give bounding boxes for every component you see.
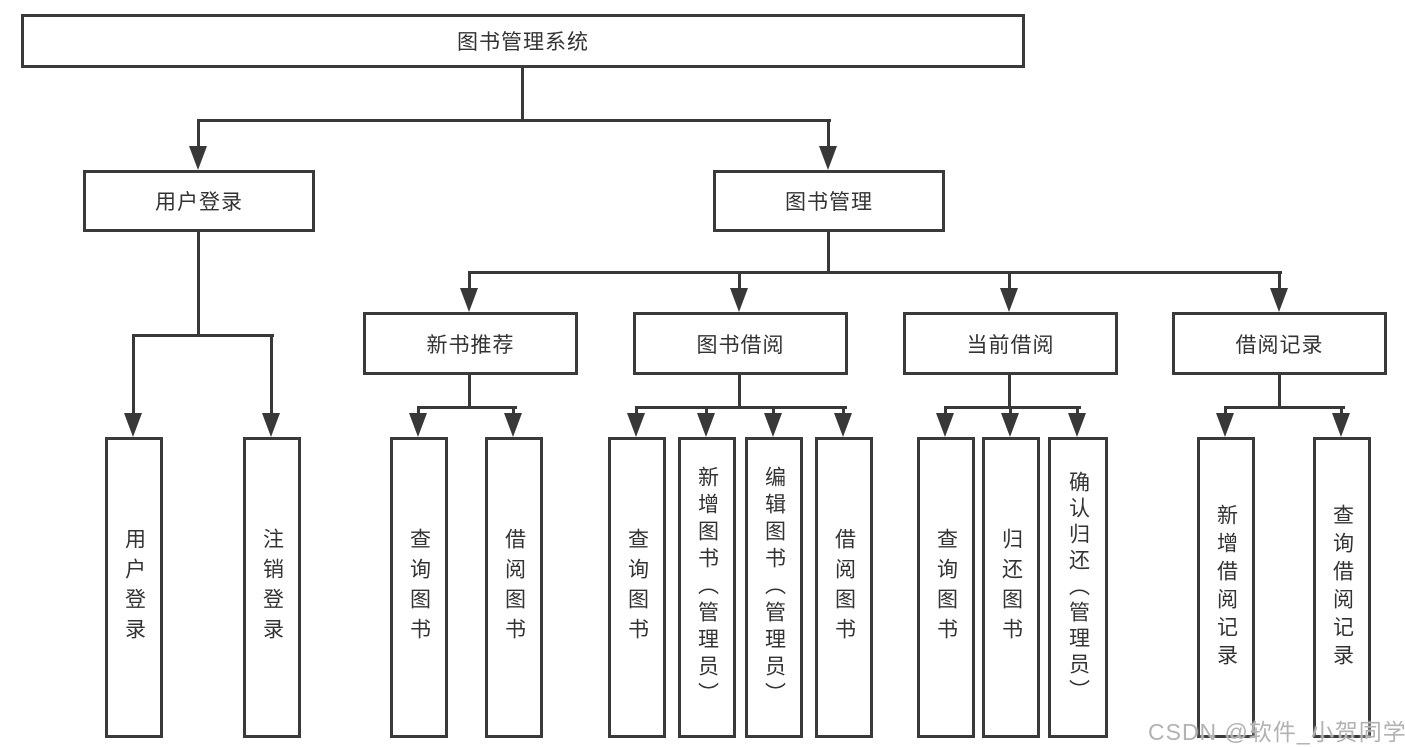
connector-line [1008, 271, 1011, 291]
connector-line [842, 406, 845, 418]
node-user-login: 用户登录 [83, 170, 315, 232]
connector-line [270, 334, 273, 416]
connector-line [521, 68, 524, 121]
connector-line [468, 375, 471, 409]
arrowhead-down-icon [627, 413, 645, 437]
leaf-query-books-current: 查询图书 [917, 437, 975, 738]
connector-line [1278, 271, 1281, 291]
arrowhead-down-icon [1332, 413, 1350, 437]
node-current-borrow: 当前借阅 [903, 312, 1118, 375]
connector-line [944, 406, 1081, 409]
node-library-system: 图书管理系统 [21, 14, 1025, 68]
connector-line [417, 406, 517, 409]
connector-line [635, 406, 847, 409]
leaf-query-borrow-record: 查询借阅记录 [1313, 437, 1371, 738]
leaf-logout-login: 注销登录 [243, 437, 301, 738]
connector-line [738, 375, 741, 409]
connector-line [512, 406, 515, 418]
connector-line [944, 406, 947, 418]
connector-line [1340, 406, 1343, 418]
leaf-query-books-recommend: 查询图书 [390, 437, 448, 738]
connector-line [1224, 406, 1227, 418]
watermark: CSDN @软件_小贺同学 [1148, 719, 1405, 745]
arrowhead-down-icon [1001, 413, 1019, 437]
connector-line [197, 232, 200, 337]
leaf-edit-books-admin: 编辑图书（管理员） [745, 437, 803, 738]
connector-line [468, 271, 1282, 274]
connector-line [827, 232, 830, 274]
connector-line [197, 119, 831, 122]
connector-line [1009, 406, 1012, 418]
leaf-confirm-return-admin: 确认归还（管理员） [1048, 437, 1108, 738]
arrowhead-down-icon [1000, 288, 1018, 312]
connector-line [738, 271, 741, 291]
connector-line [132, 334, 274, 337]
connector-line [705, 406, 708, 418]
leaf-borrow-books-recommend: 借阅图书 [485, 437, 543, 738]
connector-line [1278, 375, 1281, 409]
arrowhead-down-icon [936, 413, 954, 437]
node-book-management: 图书管理 [713, 170, 945, 232]
connector-line [417, 406, 420, 418]
node-borrow-records: 借阅记录 [1172, 312, 1387, 375]
connector-line [197, 119, 200, 149]
leaf-user-login: 用户登录 [105, 437, 163, 738]
leaf-add-books-admin: 新增图书（管理员） [678, 437, 736, 738]
connector-line [827, 119, 830, 149]
leaf-borrow-books: 借阅图书 [815, 437, 873, 738]
connector-line [772, 406, 775, 418]
connector-line [1076, 406, 1079, 418]
arrowhead-down-icon [764, 413, 782, 437]
node-book-borrow: 图书借阅 [633, 312, 848, 375]
arrowhead-down-icon [504, 413, 522, 437]
arrowhead-down-icon [262, 413, 280, 437]
arrowhead-down-icon [834, 413, 852, 437]
leaf-add-borrow-record: 新增借阅记录 [1197, 437, 1255, 738]
leaf-return-books: 归还图书 [982, 437, 1040, 738]
arrowhead-down-icon [1068, 413, 1086, 437]
leaf-query-books-borrow: 查询图书 [608, 437, 666, 738]
arrowhead-down-icon [1270, 288, 1288, 312]
arrowhead-down-icon [697, 413, 715, 437]
arrowhead-down-icon [730, 288, 748, 312]
connector-line [1008, 375, 1011, 409]
node-new-book-recommend: 新书推荐 [363, 312, 578, 375]
connector-line [468, 271, 471, 291]
connector-line [1224, 406, 1345, 409]
arrowhead-down-icon [1216, 413, 1234, 437]
connector-line [132, 334, 135, 416]
arrowhead-down-icon [460, 288, 478, 312]
connector-line [635, 406, 638, 418]
arrowhead-down-icon [124, 413, 142, 437]
arrowhead-down-icon [819, 146, 837, 170]
arrowhead-down-icon [409, 413, 427, 437]
arrowhead-down-icon [189, 146, 207, 170]
